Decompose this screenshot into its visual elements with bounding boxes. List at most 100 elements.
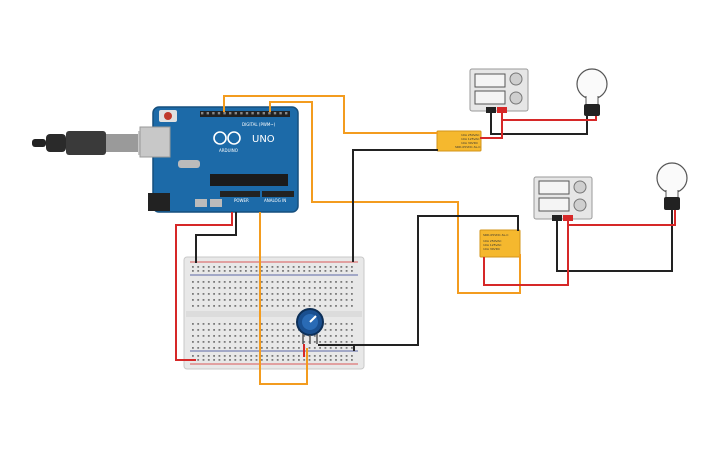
breadboard-hole <box>255 287 258 289</box>
breadboard-hole <box>234 347 237 349</box>
breadboard-hole <box>351 299 353 301</box>
breadboard-hole <box>229 299 231 301</box>
breadboard-hole <box>202 329 205 331</box>
arduino-header-pin[interactable] <box>229 112 232 115</box>
breadboard-hole <box>197 287 200 289</box>
breadboard-hole <box>282 359 284 361</box>
relay-2-line-2: 10A 125VAC <box>483 243 502 247</box>
arduino-header-pin[interactable] <box>285 112 288 115</box>
arduino-header-pin[interactable] <box>268 112 271 115</box>
arduino-header-pin[interactable] <box>251 112 254 115</box>
breadboard-hole <box>239 347 242 349</box>
arduino-header-pin[interactable] <box>234 112 237 115</box>
breadboard-hole <box>239 355 242 357</box>
breadboard-hole <box>324 287 327 289</box>
breadboard-hole <box>324 270 327 272</box>
breadboard-hole <box>245 270 247 272</box>
breadboard-hole <box>345 341 348 343</box>
breadboard-hole <box>260 270 263 272</box>
breadboard-hole <box>197 341 200 343</box>
breadboard-hole <box>282 323 284 325</box>
breadboard-hole <box>255 299 258 301</box>
breadboard-hole <box>276 270 279 272</box>
breadboard-hole <box>276 335 279 337</box>
breadboard-hole <box>313 335 316 337</box>
breadboard-hole <box>245 266 247 268</box>
breadboard-hole <box>197 323 200 325</box>
breadboard-hole <box>250 359 253 361</box>
breadboard-hole <box>308 355 311 357</box>
wire-red[interactable] <box>175 112 676 361</box>
breadboard-hole <box>223 359 226 361</box>
arduino-digital-pin-header[interactable] <box>201 112 288 115</box>
breadboard-hole <box>351 347 353 349</box>
breadboard-hole <box>329 335 332 337</box>
arduino-uno-board[interactable]: UNO ARDUINO DIGITAL (PWM~) POWER ANALOG … <box>139 106 299 213</box>
breadboard-hole <box>345 293 348 295</box>
breadboard-hole <box>218 305 221 307</box>
power-supply-2[interactable] <box>533 176 593 221</box>
breadboard-hole <box>329 299 332 301</box>
breadboard-hole <box>319 341 321 343</box>
breadboard-hole <box>313 266 316 268</box>
wire-black[interactable] <box>195 112 673 351</box>
breadboard-hole <box>298 305 300 307</box>
breadboard-hole <box>271 293 274 295</box>
breadboard-hole <box>213 329 215 331</box>
breadboard-hole <box>266 266 268 268</box>
breadboard-hole <box>234 335 237 337</box>
breadboard-hole <box>245 293 247 295</box>
arduino-header-pin[interactable] <box>273 112 277 115</box>
breadboard-hole <box>276 293 279 295</box>
breadboard-hole <box>335 287 337 289</box>
arduino-header-pin[interactable] <box>240 112 243 115</box>
breadboard-hole <box>292 347 295 349</box>
breadboard-hole <box>287 347 290 349</box>
arduino-header-pin[interactable] <box>262 112 265 115</box>
breadboard-hole <box>213 305 215 307</box>
breadboard-hole <box>234 287 237 289</box>
power-supply-1[interactable] <box>469 68 529 113</box>
breadboard-hole <box>223 287 226 289</box>
breadboard-hole <box>245 299 247 301</box>
potentiometer[interactable] <box>296 308 324 344</box>
arduino-header-pin[interactable] <box>245 112 249 115</box>
relay-module-2[interactable]: SRD-05VDC-SL-C 10A 250VAC 10A 125VAC 10A… <box>479 229 521 258</box>
wire-orange[interactable] <box>223 95 521 385</box>
breadboard-hole <box>260 287 263 289</box>
breadboard-hole <box>229 329 231 331</box>
breadboard-hole <box>192 287 194 289</box>
relay-1-part-label: SRD-05VDC-SL-C <box>455 145 480 149</box>
breadboard-hole <box>335 305 337 307</box>
arduino-header-pin[interactable] <box>279 112 282 115</box>
breadboard-hole <box>313 293 316 295</box>
arduino-header-pin[interactable] <box>257 112 260 115</box>
breadboard-hole <box>192 281 194 283</box>
breadboard-hole <box>345 323 348 325</box>
breadboard-hole <box>308 359 311 361</box>
breadboard-hole <box>324 341 327 343</box>
breadboard-hole <box>276 299 279 301</box>
breadboard-hole <box>319 359 321 361</box>
arduino-header-pin[interactable] <box>223 112 226 115</box>
breadboard-hole <box>335 329 337 331</box>
breadboard-hole <box>345 287 348 289</box>
breadboard-hole <box>329 305 332 307</box>
light-bulb-1[interactable] <box>576 68 608 116</box>
breadboard-hole <box>260 341 263 343</box>
relay-module-1[interactable]: SRD-05VDC-SL-C 10A 250VAC 10A 125VAC 10A… <box>436 130 482 152</box>
arduino-header-pin[interactable] <box>206 112 209 115</box>
breadboard-hole <box>202 293 205 295</box>
arduino-header-pin[interactable] <box>201 112 204 115</box>
breadboard-hole <box>266 359 268 361</box>
arduino-header-pin[interactable] <box>217 112 221 115</box>
light-bulb-2[interactable] <box>656 162 688 210</box>
breadboard-hole <box>345 305 348 307</box>
breadboard-hole <box>239 287 242 289</box>
breadboard-hole <box>245 287 247 289</box>
breadboard-hole <box>335 341 337 343</box>
breadboard-hole <box>324 305 327 307</box>
arduino-header-pin[interactable] <box>212 112 215 115</box>
breadboard-hole <box>197 305 200 307</box>
breadboard[interactable] <box>183 256 365 370</box>
